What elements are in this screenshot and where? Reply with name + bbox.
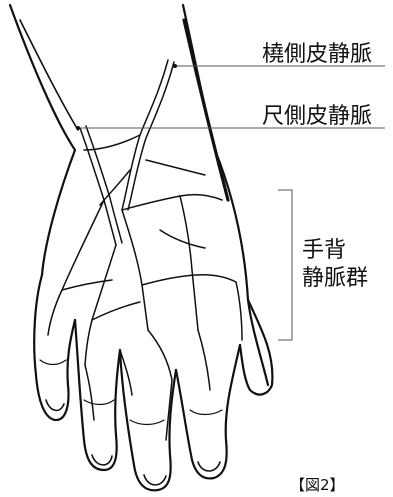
finger-ring (75, 320, 120, 470)
basilic-vein (80, 128, 116, 245)
bracket-dorsal-network (278, 190, 292, 340)
label-basilic-vein: 尺側皮静脈 (262, 98, 372, 130)
nail-index (198, 462, 220, 471)
finger-index (176, 345, 240, 478)
figure-caption: 【図2】 (290, 474, 345, 495)
nail-pinky (46, 400, 64, 410)
label-dorsal-network-2: 静脈群 (302, 260, 368, 292)
dark-edge (184, 20, 228, 200)
finger-pinky (34, 275, 75, 420)
wrist-curve (20, 20, 78, 130)
arm-outline-left (10, 5, 75, 275)
nail-middle (144, 475, 166, 485)
cephalic-vein (122, 60, 168, 210)
nail-ring (92, 455, 112, 465)
label-cephalic-vein: 橈側皮静脈 (262, 36, 372, 68)
